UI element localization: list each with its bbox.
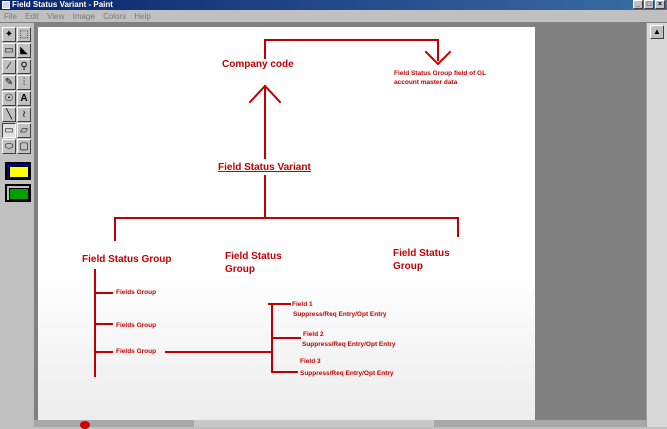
gl-arrowhead — [424, 50, 452, 66]
pencil-icon[interactable]: ✎ — [2, 75, 16, 90]
fill-icon[interactable]: ◣ — [17, 43, 31, 58]
rect-select-icon[interactable]: ⬚ — [17, 27, 31, 42]
title-bar: Field Status Variant - Paint _ □ × — [0, 0, 667, 10]
fields-group-1-label: Fields Group — [116, 289, 157, 296]
window-controls: _ □ × — [633, 0, 665, 10]
eraser-icon[interactable]: ▭ — [2, 43, 16, 58]
fsg-mid-line2: Group — [225, 264, 255, 275]
menu-bar: File Edit View Image Colors Help — [0, 10, 667, 23]
horizontal-scrollbar[interactable] — [34, 420, 646, 427]
top-bracket-line — [264, 39, 439, 61]
gl-note-line2: account master data — [394, 79, 458, 86]
polygon-icon[interactable]: ▱ — [17, 123, 31, 138]
fields-group-3-label: Fields Group — [116, 348, 157, 355]
text-icon[interactable]: A — [17, 91, 31, 106]
drawing-canvas[interactable] — [38, 27, 535, 422]
menu-image[interactable]: Image — [72, 12, 95, 21]
up-arrowhead — [248, 84, 282, 104]
menu-edit[interactable]: Edit — [25, 12, 39, 21]
company-code-label: Company code — [222, 59, 294, 70]
close-button[interactable]: × — [655, 0, 665, 9]
field3-options: Suppress/Req Entry/Opt Entry — [300, 370, 394, 377]
fill-style-option-2[interactable] — [5, 184, 31, 202]
field2-options: Suppress/Req Entry/Opt Entry — [302, 341, 396, 348]
paint-app-icon — [2, 1, 10, 9]
gl-note-line1: Field Status Group field of GL — [394, 70, 487, 77]
field2-title: Field 2 — [303, 331, 324, 338]
field-status-variant-label: Field Status Variant — [218, 162, 311, 173]
scroll-thumb[interactable] — [194, 420, 434, 427]
ellipse-icon[interactable]: ⬭ — [2, 139, 16, 154]
fsg-right-line2: Group — [393, 261, 423, 272]
fsg-right-line1: Field Status — [393, 248, 450, 259]
toolbox: ✦ ⬚ ▭ ◣ ∕ ⚲ ✎ ⫶ ☉ A ╲ ≀ ▭ ▱ ⬭ ▢ — [2, 27, 32, 202]
scroll-up-icon[interactable]: ▲ — [650, 25, 664, 39]
minimize-button[interactable]: _ — [633, 0, 643, 9]
window-title: Field Status Variant - Paint — [12, 0, 113, 9]
rectangle-icon[interactable]: ▭ — [2, 123, 16, 138]
vertical-scrollbar[interactable]: ▲ — [646, 23, 667, 427]
cursor-marker — [80, 421, 90, 429]
fsg-left-label: Field Status Group — [82, 254, 172, 265]
field1-title: Field 1 — [292, 301, 313, 308]
color-picker-icon[interactable]: ∕ — [2, 59, 16, 74]
left-panel — [0, 209, 35, 427]
rounded-rect-icon[interactable]: ▢ — [17, 139, 31, 154]
brush-icon[interactable]: ⫶ — [17, 75, 31, 90]
menu-file[interactable]: File — [4, 12, 17, 21]
menu-view[interactable]: View — [47, 12, 65, 21]
menu-colors[interactable]: Colors — [103, 12, 127, 21]
line-icon[interactable]: ╲ — [2, 107, 16, 122]
magnifier-icon[interactable]: ⚲ — [17, 59, 31, 74]
curve-icon[interactable]: ≀ — [17, 107, 31, 122]
fill-style-option-1[interactable] — [5, 162, 31, 180]
field3-title: Field 3 — [300, 358, 321, 365]
airbrush-icon[interactable]: ☉ — [2, 91, 16, 106]
fsg-mid-line1: Field Status — [225, 251, 282, 262]
menu-help[interactable]: Help — [134, 12, 151, 21]
maximize-button[interactable]: □ — [644, 0, 654, 9]
fields-group-2-label: Fields Group — [116, 322, 157, 329]
field1-options: Suppress/Req Entry/Opt Entry — [293, 311, 387, 318]
free-form-select-icon[interactable]: ✦ — [2, 27, 16, 42]
